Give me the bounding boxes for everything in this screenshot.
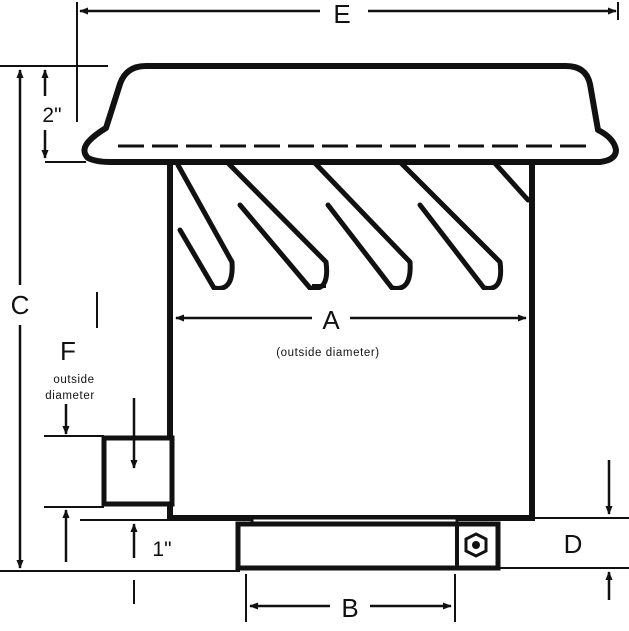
dimension-a (175, 284, 527, 322)
hood-cap (81, 63, 619, 165)
label-a: A (322, 305, 340, 335)
label-f: F (60, 336, 76, 366)
dimension-f (44, 292, 138, 562)
label-d: D (564, 529, 583, 559)
clamp-bolt-icon (464, 532, 488, 558)
dimension-c (0, 65, 240, 572)
cylinder-body (167, 157, 535, 521)
label-b: B (341, 593, 358, 623)
louver-slats (175, 160, 530, 290)
label-one-inch: 1" (152, 538, 171, 561)
label-f-note-line2: diameter (45, 390, 95, 402)
dimension-two-inch (41, 69, 86, 163)
dimension-d (500, 460, 629, 600)
label-a-note: (outside diameter) (276, 347, 379, 359)
label-c: C (11, 290, 30, 320)
label-f-note-line1: outside (53, 374, 94, 386)
dimension-e (76, 2, 619, 122)
base-collar (235, 521, 501, 571)
label-two-inch: 2" (42, 104, 61, 127)
label-e: E (333, 0, 350, 29)
side-outlet-pipe (101, 435, 175, 507)
dimension-one-inch (80, 519, 170, 604)
dimension-b (245, 574, 456, 622)
